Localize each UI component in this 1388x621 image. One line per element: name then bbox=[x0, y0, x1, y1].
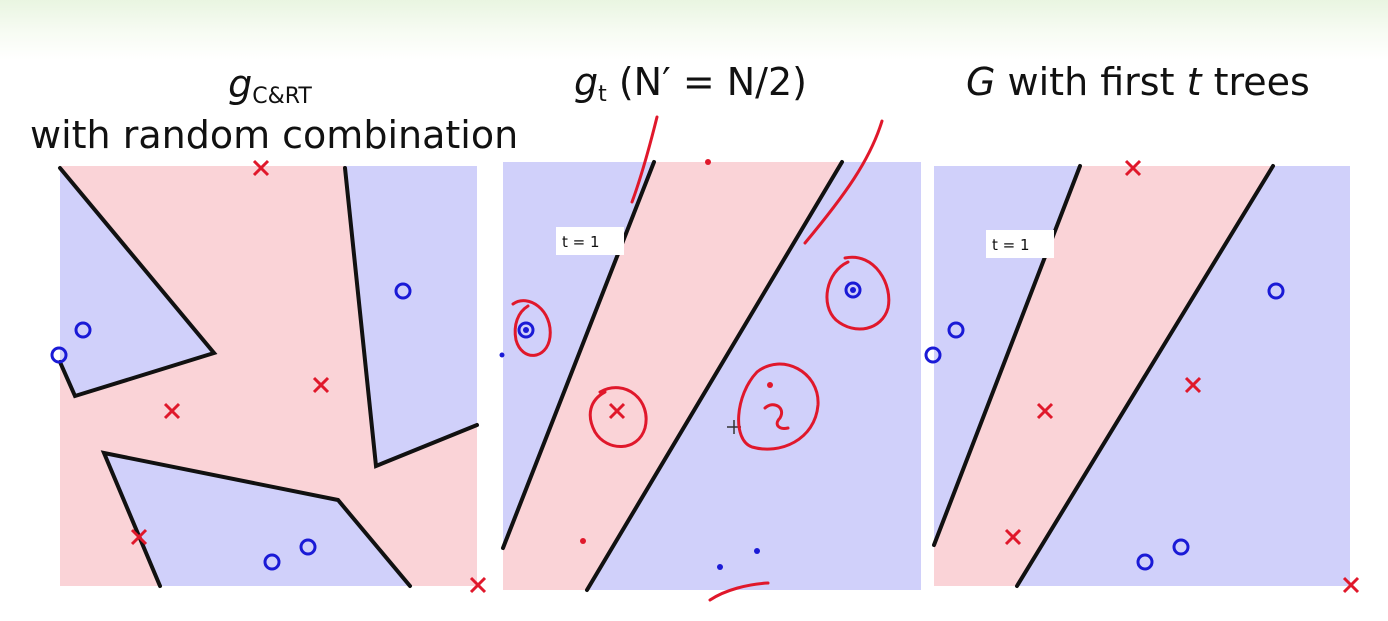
panel2-title: gt (N′ = N/2) bbox=[574, 60, 807, 111]
dot-marker bbox=[717, 564, 723, 570]
panel2-pink-band bbox=[503, 162, 842, 590]
panel1-title-subscript: C&RT bbox=[252, 84, 312, 109]
panel3-title-end: trees bbox=[1201, 60, 1310, 104]
panel2-annotations bbox=[511, 115, 891, 602]
panel2-title-rest: (N′ = N/2) bbox=[618, 60, 807, 104]
panel1-title-g: g bbox=[228, 62, 253, 106]
panel2-boundaries bbox=[501, 160, 844, 592]
panel3-title: G with first t trees bbox=[966, 60, 1310, 104]
dot-marker bbox=[767, 382, 773, 388]
panel3-pink-band bbox=[934, 166, 1273, 586]
dot-marker bbox=[850, 287, 856, 293]
panel1-blue-region-left bbox=[60, 166, 214, 396]
panel3-title-G: G bbox=[966, 60, 996, 104]
panel3-boundaries bbox=[932, 164, 1275, 588]
panel2-title-g: g bbox=[574, 60, 599, 104]
panel3-t-label: t = 1 bbox=[992, 236, 1030, 254]
dot-marker bbox=[705, 159, 711, 165]
dot-marker bbox=[580, 538, 586, 544]
dot-marker bbox=[499, 352, 505, 358]
panel1-plot bbox=[50, 159, 487, 594]
dot-marker bbox=[523, 327, 529, 333]
panel1-title-line2: with random combination bbox=[30, 113, 519, 157]
panel1-blue-region-bottom bbox=[104, 453, 410, 586]
dot-marker bbox=[754, 548, 760, 554]
panel3-plot: t = 1 bbox=[924, 159, 1360, 594]
panel1-title: gC&RT with random combination bbox=[30, 62, 519, 157]
panel2-title-subscript: t bbox=[598, 82, 607, 107]
panel3-t-label-box bbox=[986, 230, 1054, 258]
panel2-t-label: t = 1 bbox=[562, 233, 600, 251]
panel3-title-t: t bbox=[1186, 60, 1202, 104]
panel3-title-mid: with first bbox=[995, 60, 1187, 104]
panel2-t-label-box bbox=[556, 227, 624, 255]
panel2-plot: t = 1 bbox=[499, 115, 921, 602]
panel1-boundaries bbox=[58, 166, 479, 588]
panel1-blue-region-right bbox=[345, 166, 477, 466]
